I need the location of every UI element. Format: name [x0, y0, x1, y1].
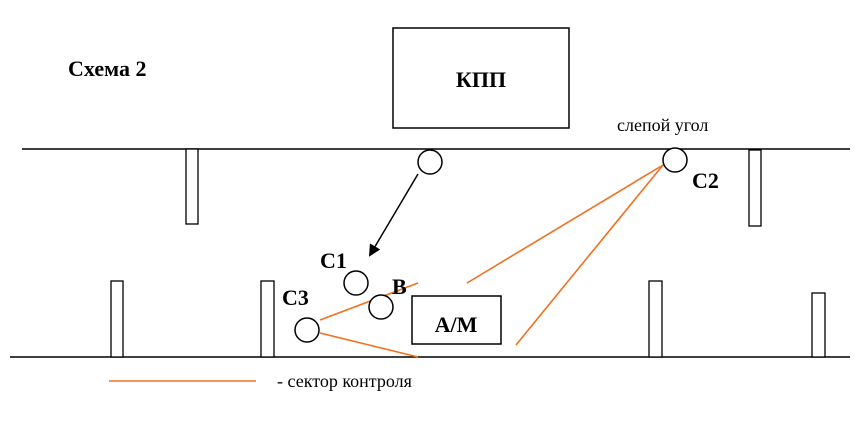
- top-post-left: [185, 148, 199, 225]
- scheme-title: Схема 2: [68, 56, 146, 81]
- blind-spot-label: слепой угол: [617, 115, 708, 135]
- checkpoint-building: [392, 27, 570, 129]
- control-sectors: [319, 164, 664, 358]
- checkpoint-label: КПП: [456, 67, 506, 92]
- bottom-post-4: [811, 292, 826, 358]
- bottom-post-2: [260, 280, 275, 358]
- sector-line-c3-lower: [319, 332, 419, 358]
- vehicle-box: [411, 295, 502, 345]
- position-b: [368, 294, 394, 320]
- movement-arrow: [368, 173, 419, 257]
- c2-label: С2: [692, 168, 719, 193]
- position-c1: [343, 270, 369, 296]
- sector-line-c2-lower: [515, 164, 664, 346]
- top-post-right: [748, 149, 762, 227]
- legend-label: - сектор контроля: [277, 371, 412, 391]
- c3-label: С3: [282, 285, 309, 310]
- position-c3: [294, 317, 320, 343]
- position-c2: [662, 147, 688, 173]
- b-label: В: [392, 274, 407, 299]
- bottom-post-1: [110, 280, 124, 358]
- sector-line-c3-upper: [319, 282, 419, 321]
- vehicle-label: А/М: [435, 312, 478, 337]
- bottom-post-3: [648, 280, 663, 358]
- guard-start-position: [417, 149, 443, 175]
- c1-label: С1: [320, 248, 347, 273]
- sector-line-c2-upper: [466, 164, 664, 284]
